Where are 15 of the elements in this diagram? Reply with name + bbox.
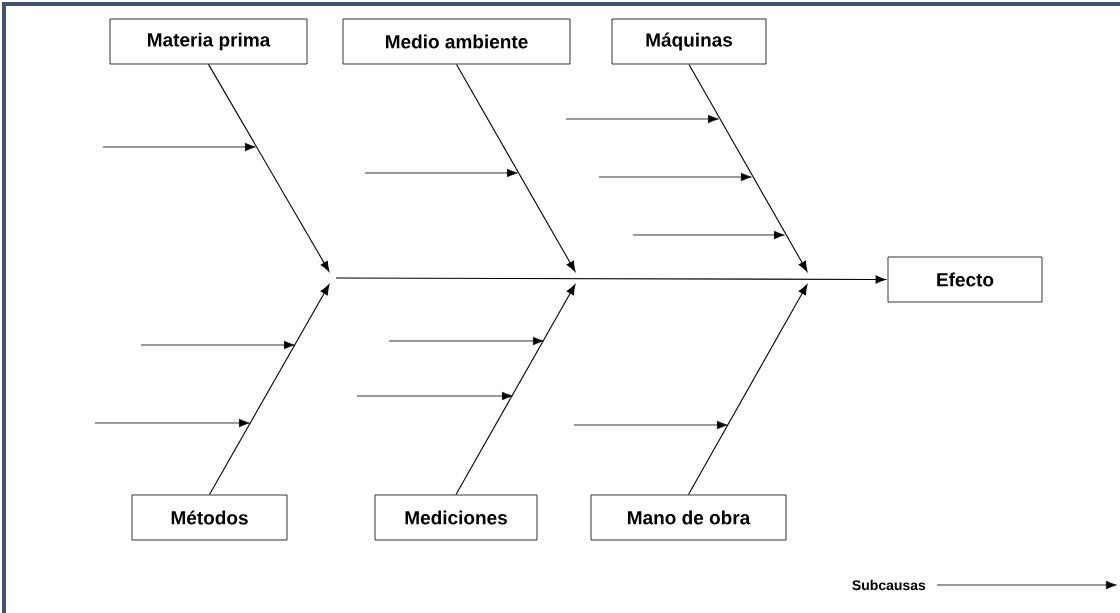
spine-arrow xyxy=(335,275,886,284)
legend-label: Subcausas xyxy=(852,579,926,591)
bone-arrow xyxy=(455,63,576,272)
cause-box: Materia prima xyxy=(109,18,308,65)
cause-box: Mediciones xyxy=(374,494,538,541)
bone-arrow xyxy=(455,284,576,496)
bone-arrow xyxy=(687,284,808,496)
bone-arrow xyxy=(688,63,808,272)
cause-box: Mano de obra xyxy=(590,494,787,541)
cause-box: Efecto xyxy=(887,256,1043,303)
cause-box: Máquinas xyxy=(611,18,767,65)
bone-arrow xyxy=(208,284,330,496)
bone-arrow xyxy=(207,63,330,272)
cause-box: Métodos xyxy=(131,494,288,541)
cause-box: Medio ambiente xyxy=(342,18,571,65)
